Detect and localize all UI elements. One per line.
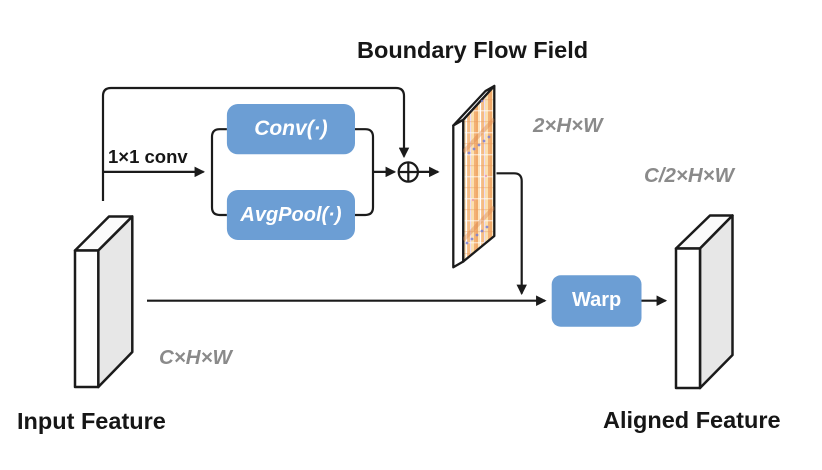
operation-boxes [226,104,642,327]
input-dims-label: C×H×W [159,346,232,369]
aligned-dims-label: C/2×H×W [644,164,734,187]
flow-to-warp-arrow [496,172,527,296]
aligned-feature-slab [674,214,734,390]
warp-box [551,275,642,327]
warp-box-label: Warp [571,289,622,312]
flow-slab-texture-details [463,99,495,245]
avgpool-box [226,190,355,240]
merge-bracket [355,128,375,217]
input-slab-front-face [73,249,100,389]
conv-box-label: Conv(·) [254,117,328,141]
flow-slab-front-face [462,84,496,263]
skip-connection-line [101,86,410,201]
add-operator-icon [397,161,419,183]
diagram-title: Boundary Flow Field [357,37,589,63]
flow-field-dims-label: 2×H×W [533,114,603,137]
aligned-feature-caption: Aligned Feature [603,407,781,433]
input-feature-caption: Input Feature [17,408,166,434]
conv1x1-edge-label: 1×1 conv [108,146,188,167]
connector-lines [101,86,668,306]
aligned-slab-front-face [674,247,702,390]
conv-box [226,104,355,155]
flow-slab-side-face [452,118,465,269]
flow-field-slab [452,84,496,269]
avgpool-box-label: AvgPool(·) [240,203,342,226]
split-bracket [210,128,227,217]
input-feature-slab [73,215,134,389]
